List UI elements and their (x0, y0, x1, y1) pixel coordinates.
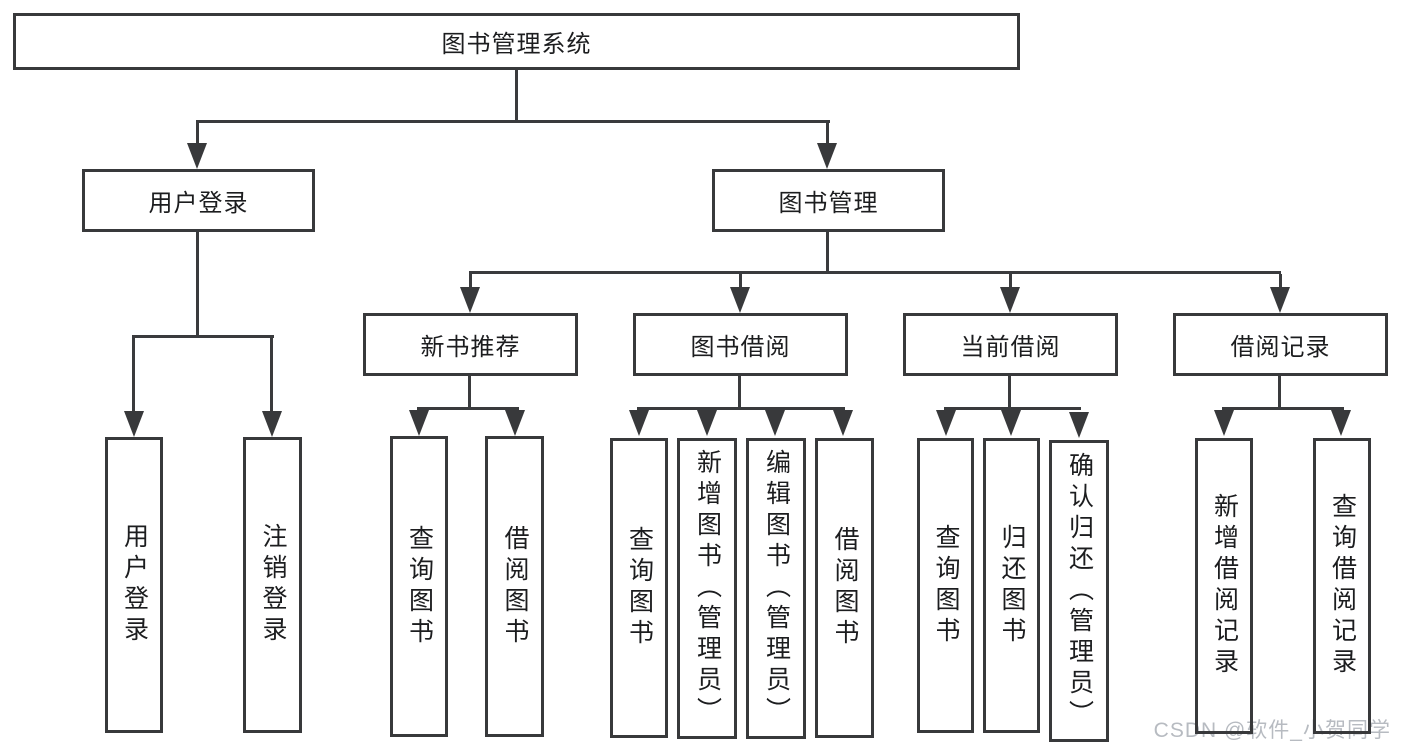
connector-line (1279, 274, 1282, 290)
leaf-query-borrow-record: 查询借阅记录 (1313, 438, 1371, 734)
connector-line (469, 271, 1281, 274)
arrow-down-icon (1270, 287, 1290, 313)
node-label: 编辑图书（管理员） (762, 449, 791, 728)
node-label: 用户登录 (148, 190, 249, 217)
leaf-return-book: 归还图书 (983, 438, 1040, 733)
node-book-borrow: 图书借阅 (633, 313, 848, 376)
arrow-down-icon (505, 410, 525, 436)
node-label: 图书借阅 (690, 334, 791, 361)
connector-line (417, 407, 519, 410)
arrow-down-icon (1331, 410, 1351, 436)
arrow-down-icon (460, 287, 480, 313)
node-label: 新增图书（管理员） (693, 449, 722, 728)
arrow-down-icon (730, 287, 750, 313)
node-current-borrow: 当前借阅 (903, 313, 1118, 376)
arrow-down-icon (409, 410, 429, 436)
leaf-query-book: 查询图书 (610, 438, 668, 738)
node-user-login: 用户登录 (82, 169, 315, 232)
connector-line (468, 376, 471, 410)
connector-line (1008, 376, 1011, 410)
connector-line (826, 123, 829, 149)
arrow-down-icon (1001, 410, 1021, 436)
node-label: 查询图书 (932, 523, 960, 648)
leaf-borrow-book: 借阅图书 (815, 438, 874, 738)
leaf-user-login: 用户登录 (105, 437, 163, 733)
arrow-down-icon (187, 143, 207, 169)
arrow-down-icon (124, 411, 144, 437)
node-label: 注销登录 (259, 523, 287, 647)
arrow-down-icon (833, 410, 853, 436)
node-label: 新书推荐 (420, 334, 521, 361)
leaf-logout: 注销登录 (243, 437, 302, 733)
node-label: 查询图书 (405, 524, 434, 649)
leaf-edit-book-admin: 编辑图书（管理员） (746, 438, 806, 739)
node-label: 查询借阅记录 (1328, 493, 1357, 679)
node-new-book-recommend: 新书推荐 (363, 313, 578, 376)
connector-line (944, 407, 1081, 410)
node-label: 图书管理 (778, 190, 879, 217)
node-library-management-system: 图书管理系统 (13, 13, 1020, 70)
leaf-query-book-recommend: 查询图书 (390, 436, 448, 737)
csdn-watermark: CSDN @软件_小贺同学 (1153, 719, 1391, 742)
connector-line (637, 407, 845, 410)
connector-line (196, 232, 199, 338)
arrow-down-icon (765, 410, 785, 436)
arrow-down-icon (697, 410, 717, 436)
connector-line (469, 274, 472, 290)
leaf-confirm-return-admin: 确认归还（管理员） (1049, 440, 1109, 742)
node-label: 归还图书 (998, 523, 1026, 648)
connector-line (739, 274, 742, 290)
leaf-borrow-book-recommend: 借阅图书 (485, 436, 544, 737)
arrow-down-icon (1069, 412, 1089, 438)
node-label: 新增借阅记录 (1210, 493, 1239, 679)
node-label: 借阅记录 (1230, 334, 1331, 361)
connector-line (1009, 274, 1012, 290)
leaf-query-current-book: 查询图书 (917, 438, 974, 733)
connector-line (270, 338, 273, 414)
connector-line (738, 376, 741, 410)
arrow-down-icon (817, 143, 837, 169)
arrow-down-icon (629, 410, 649, 436)
arrow-down-icon (262, 411, 282, 437)
node-label: 借阅图书 (501, 524, 529, 649)
connector-line (1278, 376, 1281, 410)
node-borrow-records: 借阅记录 (1173, 313, 1388, 376)
node-label: 用户登录 (120, 523, 149, 647)
node-label: 查询图书 (625, 526, 654, 650)
connector-line (1222, 407, 1344, 410)
arrow-down-icon (1000, 287, 1020, 313)
connector-line (515, 70, 518, 123)
arrow-down-icon (936, 410, 956, 436)
leaf-add-borrow-record: 新增借阅记录 (1195, 438, 1253, 734)
connector-line (826, 232, 829, 274)
node-book-management: 图书管理 (712, 169, 945, 232)
connector-line (196, 123, 199, 149)
connector-line (132, 335, 274, 338)
connector-line (196, 120, 830, 123)
node-label: 图书管理系统 (441, 31, 592, 58)
node-label: 借阅图书 (831, 526, 859, 650)
leaf-add-book-admin: 新增图书（管理员） (677, 438, 737, 739)
connector-line (132, 338, 135, 414)
node-label: 确认归还（管理员） (1065, 451, 1094, 731)
node-label: 当前借阅 (960, 334, 1061, 361)
arrow-down-icon (1214, 410, 1234, 436)
